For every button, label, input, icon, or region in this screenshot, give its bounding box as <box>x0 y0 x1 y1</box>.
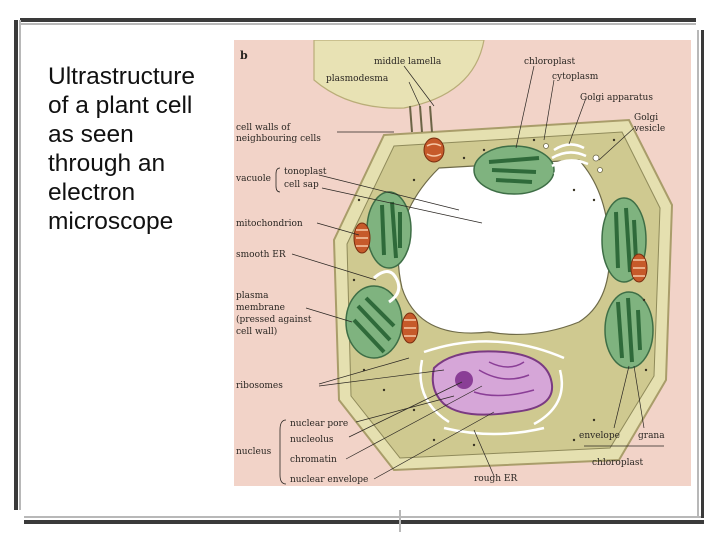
right-border-shadow <box>697 30 699 518</box>
vacuole-brace <box>275 167 281 193</box>
left-border-shadow <box>19 20 21 510</box>
bottom-divider-tick <box>399 510 401 532</box>
ribosomes <box>352 138 648 447</box>
label-cell-walls-2: neighbouring cells <box>236 134 321 144</box>
bottom-border-shadow <box>24 516 704 518</box>
top-border-shadow <box>20 23 696 25</box>
label-plasma-membrane-1: plasma <box>236 291 269 301</box>
bottom-border-bar <box>24 520 704 524</box>
caption-line: as seen <box>48 121 134 148</box>
label-plasma-membrane-3: (pressed against <box>236 314 312 325</box>
plasmodesma <box>409 105 433 133</box>
slide-caption: Ultrastructure of a plant cell as seen t… <box>48 62 228 236</box>
mitochondrion <box>630 253 648 283</box>
nucleolus <box>455 371 473 389</box>
mitochondrion <box>401 312 419 344</box>
label-golgi-apparatus: Golgi apparatus <box>580 93 653 103</box>
label-nucleolus: nucleolus <box>290 435 334 445</box>
plant-cell-diagram: b middle lamella chloroplast plasmodesma… <box>234 40 691 486</box>
chloroplast <box>473 145 555 195</box>
plant-cell-svg: b middle lamella chloroplast plasmodesma… <box>234 40 691 486</box>
mitochondrion <box>423 137 445 163</box>
caption-line: microscope <box>48 208 174 235</box>
label-middle-lamella: middle lamella <box>374 57 442 67</box>
left-border-bar <box>14 20 18 510</box>
label-plasma-membrane-2: membrane <box>236 303 285 313</box>
panel-letter: b <box>240 49 248 62</box>
label-grana: grana <box>638 431 665 441</box>
label-plasmodesma: plasmodesma <box>326 74 389 84</box>
chloroplast <box>345 285 403 359</box>
label-cell-walls-1: cell walls of <box>236 123 291 133</box>
label-envelope: envelope <box>579 431 620 441</box>
label-chloroplast-top: chloroplast <box>524 57 575 67</box>
golgi-vesicle <box>543 143 603 173</box>
label-vacuole: vacuole <box>235 174 271 184</box>
top-border-bar <box>20 18 696 22</box>
smooth-er <box>373 270 401 304</box>
label-cell-sap: cell sap <box>284 180 319 190</box>
golgi-apparatus <box>551 143 589 176</box>
label-nucleus: nucleus <box>236 447 272 457</box>
label-chromatin: chromatin <box>290 455 337 465</box>
label-plasma-membrane-4: cell wall) <box>236 326 277 337</box>
label-vesicle: vesicle <box>633 124 665 134</box>
chromatin <box>473 361 535 397</box>
label-mitochondrion: mitochondrion <box>236 219 303 229</box>
caption-line: Ultrastructure <box>48 63 196 90</box>
leader-lines <box>291 65 645 480</box>
label-nuclear-envelope: nuclear envelope <box>290 475 368 485</box>
label-ribosomes: ribosomes <box>236 381 283 391</box>
label-golgi: Golgi <box>634 113 658 123</box>
label-nuclear-pore: nuclear pore <box>290 419 348 429</box>
label-smooth-er: smooth ER <box>236 250 286 260</box>
label-rough-er: rough ER <box>474 474 518 484</box>
caption-line: of a plant cell <box>48 92 193 119</box>
label-cytoplasm: cytoplasm <box>552 72 599 82</box>
caption-line: through an <box>48 150 166 177</box>
nucleus-brace <box>279 419 287 485</box>
label-chloroplast-bottom: chloroplast <box>592 458 643 468</box>
caption-line: electron <box>48 179 136 206</box>
chloroplast <box>604 291 654 369</box>
nucleus <box>431 350 554 416</box>
right-border-bar <box>701 30 704 518</box>
rough-er <box>419 340 565 436</box>
label-tonoplast: tonoplast <box>284 167 327 177</box>
neighbouring-cell-top <box>313 40 485 109</box>
mitochondrion <box>353 222 371 254</box>
chloroplast <box>366 191 412 269</box>
